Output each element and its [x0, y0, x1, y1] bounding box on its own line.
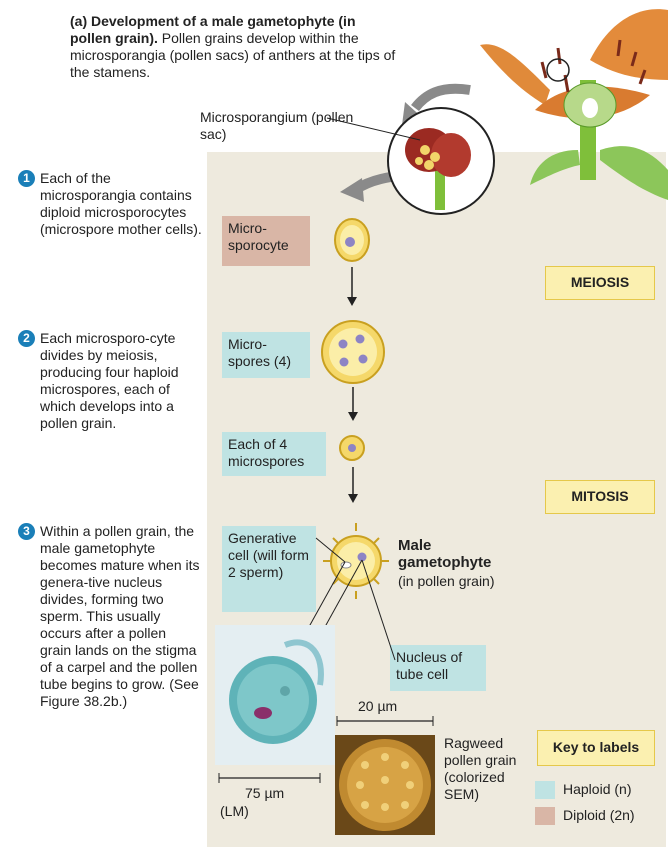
- microsporangium-detail: [387, 107, 495, 215]
- male-gametophyte-sub: (in pollen grain): [398, 573, 495, 589]
- microsporangium-label: Microsporangium (pollen sac): [200, 109, 354, 142]
- step-2-number: 2: [18, 330, 35, 347]
- figure-title: (a) Development of a male gametophyte (i…: [70, 13, 400, 81]
- microsporocyte-box: Micro-sporocyte: [222, 216, 310, 266]
- title-heading: (a) Development of a male gametophyte (i…: [70, 13, 356, 46]
- meiosis-label: MEIOSIS: [545, 266, 655, 300]
- generative-cell-box: Generative cell (will form 2 sperm): [222, 526, 316, 612]
- microspores-box: Micro-spores (4): [222, 332, 310, 378]
- diploid-swatch: [535, 807, 555, 825]
- step-2-text: Each microsporo-cyte divides by meiosis,…: [40, 330, 179, 431]
- male-gametophyte-title: Male gametophyte: [398, 537, 492, 571]
- ragweed-label: Ragweed pollen grain (colorized SEM): [444, 735, 517, 802]
- step-2: 2 Each microsporo-cyte divides by meiosi…: [18, 330, 203, 470]
- flower-illustration: [480, 9, 668, 200]
- cell-sequence: [321, 218, 389, 599]
- haploid-label: Haploid (n): [563, 781, 632, 797]
- step-3-number: 3: [18, 523, 35, 540]
- mitosis-label: MITOSIS: [545, 480, 655, 514]
- lm-label: (LM): [220, 803, 249, 819]
- sem-micrograph: [335, 735, 435, 835]
- step-3-text: Within a pollen grain, the male gametoph…: [40, 523, 200, 709]
- microsporangium-leader: [326, 117, 421, 141]
- lm-scale-bar: [218, 773, 321, 783]
- tube-nucleus-box: Nucleus of tube cell: [390, 645, 486, 691]
- haploid-swatch: [535, 781, 555, 799]
- sem-scale-label: 20 µm: [358, 698, 398, 714]
- title-body: Pollen grains develop within the microsp…: [70, 30, 396, 80]
- lm-micrograph: [215, 625, 335, 765]
- key-title: Key to labels: [537, 730, 655, 766]
- step-3: 3 Within a pollen grain, the male gameto…: [18, 523, 203, 783]
- sem-scale-bar: [336, 716, 434, 726]
- lm-scale-label: 75 µm: [245, 785, 285, 801]
- diploid-label: Diploid (2n): [563, 807, 635, 823]
- step-1-text: Each of the microsporangia contains dipl…: [40, 170, 202, 237]
- each-microspore-box: Each of 4 microspores: [222, 432, 326, 476]
- step-1: 1 Each of the microsporangia contains di…: [18, 170, 203, 280]
- step-1-number: 1: [18, 170, 35, 187]
